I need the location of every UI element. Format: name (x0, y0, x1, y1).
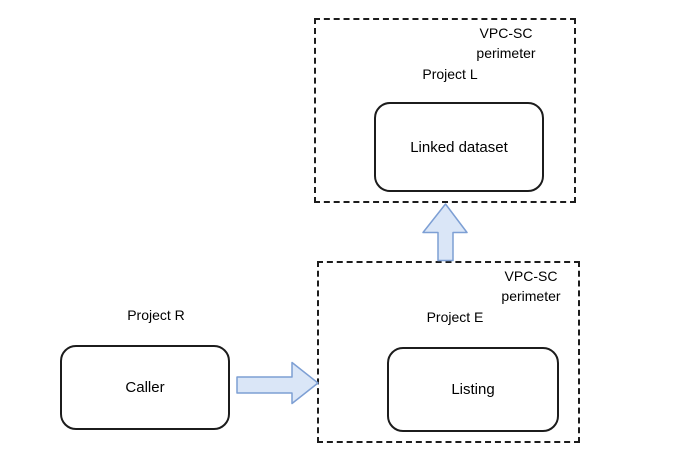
perimeter-label-line2: perimeter (476, 45, 536, 61)
caller-label: Caller (125, 379, 165, 396)
perimeter-label-line2: perimeter (501, 288, 561, 304)
project-r-label: Project R (127, 307, 185, 323)
project-l-label: Project L (422, 66, 478, 82)
perimeter-label-line1: VPC-SC (479, 25, 533, 41)
arrow-right-caller-to-listing-icon (236, 361, 319, 405)
linked-dataset-label: Linked dataset (410, 138, 508, 156)
perimeter-label-bottom: VPC-SC perimeter (481, 266, 581, 306)
perimeter-label-top: VPC-SC perimeter (456, 23, 556, 63)
linked-dataset-node: Linked dataset (374, 102, 544, 192)
listing-node: Listing (387, 347, 559, 432)
project-e-label: Project E (426, 309, 484, 325)
vpc-sc-perimeter-project-e: VPC-SC perimeter Project E Listing (317, 261, 580, 443)
perimeter-label-line1: VPC-SC (504, 268, 558, 284)
arrow-up-listing-to-linked-dataset-icon (422, 203, 468, 262)
listing-label: Listing (451, 381, 495, 398)
vpc-sc-perimeter-project-l: VPC-SC perimeter Project L Linked datase… (314, 18, 576, 203)
caller-node: Caller (60, 345, 230, 430)
